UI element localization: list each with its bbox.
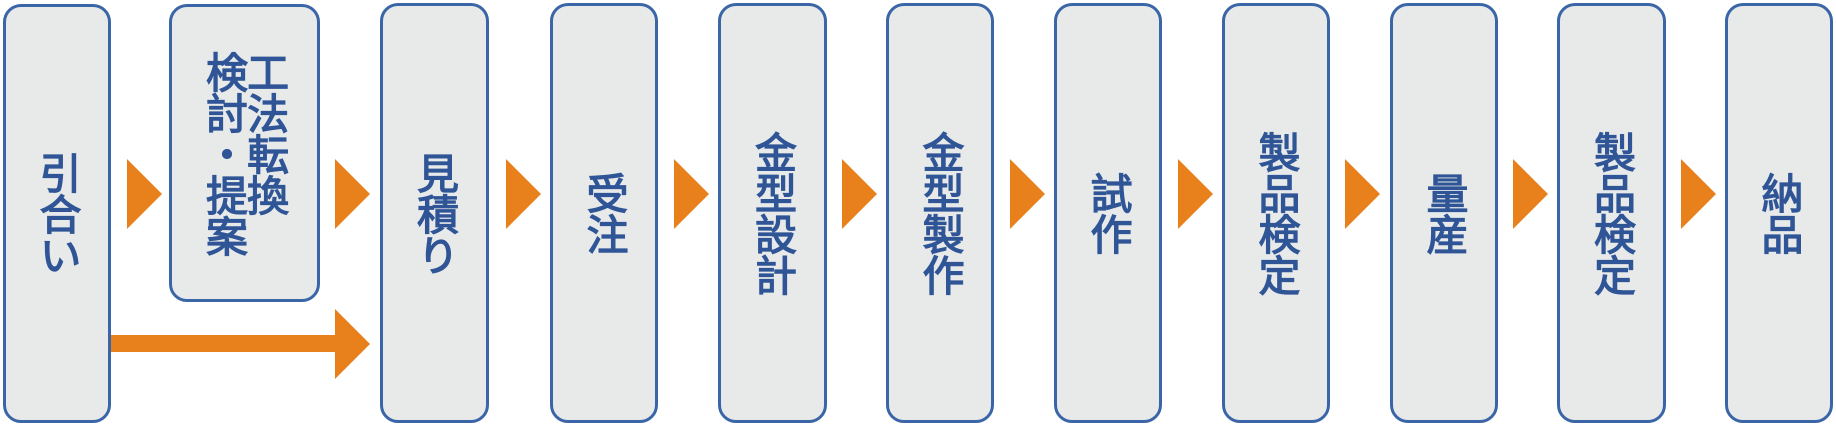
arrow-right-icon xyxy=(1513,159,1548,229)
step-inquiry: 引合い xyxy=(3,4,111,423)
step-estimate-label: 見積り xyxy=(410,151,460,275)
bypass-arrow-shaft xyxy=(111,335,337,352)
arrow-right-icon xyxy=(1681,159,1716,229)
arrow-right-icon xyxy=(842,159,877,229)
step-product-inspection-2-label: 製品検定 xyxy=(1587,131,1637,295)
arrow-right-icon xyxy=(1010,159,1045,229)
bypass-arrow-head-icon xyxy=(335,309,370,379)
step-method-proposal: 工法転換 検討・提案 xyxy=(169,4,320,302)
step-estimate: 見積り xyxy=(380,3,489,423)
step-delivery: 納品 xyxy=(1725,3,1833,423)
step-order-received-label: 受注 xyxy=(580,172,630,254)
step-mold-design: 金型設計 xyxy=(718,3,827,423)
step-product-inspection-1-label: 製品検定 xyxy=(1252,131,1302,295)
arrow-right-icon xyxy=(1345,159,1380,229)
step-mass-production: 量産 xyxy=(1390,3,1498,423)
arrow-right-icon xyxy=(335,159,370,229)
arrow-right-icon xyxy=(127,159,162,229)
step-delivery-label: 納品 xyxy=(1755,172,1805,254)
step-order-received: 受注 xyxy=(550,3,658,423)
arrow-right-icon xyxy=(674,159,709,229)
step-prototype: 試作 xyxy=(1054,3,1162,423)
arrow-right-icon xyxy=(1178,159,1213,229)
step-mass-production-label: 量産 xyxy=(1420,172,1470,254)
step-mold-fabrication: 金型製作 xyxy=(886,3,994,423)
step-mold-fabrication-label: 金型製作 xyxy=(916,131,966,295)
arrow-right-icon xyxy=(506,159,541,229)
step-method-proposal-label: 工法転換 検討・提案 xyxy=(199,50,290,256)
step-inquiry-label: 引合い xyxy=(33,152,83,275)
step-prototype-label: 試作 xyxy=(1084,172,1134,254)
step-product-inspection-1: 製品検定 xyxy=(1222,3,1330,423)
step-product-inspection-2: 製品検定 xyxy=(1557,3,1666,423)
step-mold-design-label: 金型設計 xyxy=(748,131,798,295)
